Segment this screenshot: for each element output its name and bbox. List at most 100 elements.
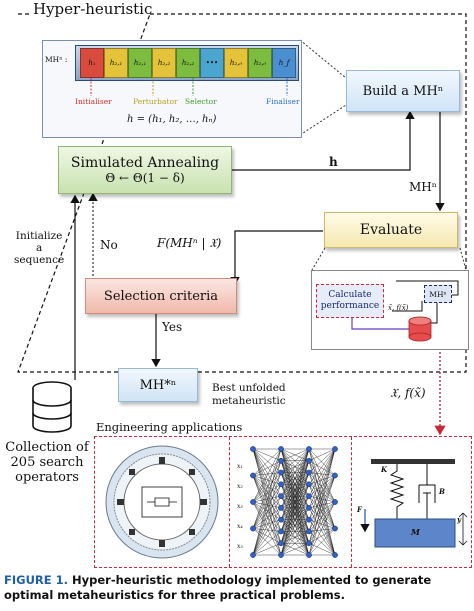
nn-link (280, 448, 310, 461)
nn-link (308, 484, 336, 503)
arrow-f (230, 230, 323, 286)
nn-link (308, 448, 336, 529)
edge-xf-label: 𝔛, f(x̃) (390, 386, 426, 400)
nn-link (280, 472, 310, 556)
nn-link (252, 448, 282, 476)
nn-link (308, 475, 336, 544)
nn-link (280, 448, 310, 497)
selection-criteria-box: Selection criteria (85, 278, 237, 314)
zoom-line-eval-left (311, 247, 326, 271)
sa-title: Simulated Annealing (70, 155, 220, 171)
nn-link (252, 495, 282, 503)
nn-link (280, 484, 310, 556)
initialize-label: Initialize a sequence (14, 230, 65, 266)
edge-f-label: F(MHⁿ | 𝔛) (157, 236, 222, 250)
spring-damper-illustration (360, 459, 468, 548)
nn-link (308, 460, 336, 529)
nn-link (252, 448, 282, 461)
caption-figure-number: FIGURE 1. (4, 573, 68, 587)
arrow-h (230, 110, 415, 171)
nn-link (280, 531, 310, 556)
zoom-line-top (299, 39, 347, 79)
nn-link (280, 448, 310, 485)
nn-link (252, 448, 282, 544)
nn-link (280, 448, 310, 473)
nn-link (252, 501, 282, 532)
nn-node (250, 525, 256, 532)
initialiser-label: Initialiser (75, 97, 112, 106)
nn-link (308, 501, 336, 509)
nn-link (308, 496, 336, 556)
selector-label: Selector (185, 97, 217, 106)
sequence-cell: h₂,₂ (152, 48, 176, 78)
nn-link (252, 475, 282, 497)
collection-label: Collection of 205 search operators (5, 440, 89, 485)
nn-link (308, 501, 336, 532)
nn-link (308, 528, 336, 544)
nn-link (308, 501, 336, 520)
nn-link (308, 472, 336, 476)
performance-arrows (351, 280, 459, 342)
sequence-cell: h₂,₂ (176, 48, 200, 78)
nn-link (280, 448, 310, 532)
best-mh-symbol: MH*ⁿ (139, 377, 177, 393)
nn-input-label: x₄ (237, 523, 243, 530)
nn-link (308, 448, 336, 461)
nn-node (332, 499, 338, 505)
nn-node (332, 446, 338, 452)
nn-link (252, 472, 282, 556)
nn-link (308, 519, 336, 529)
nn-link (252, 460, 282, 476)
sequence-cell: h₂,₀ (248, 48, 272, 78)
database-icon (32, 381, 72, 433)
sequence-cell: h_f (272, 48, 296, 78)
nn-node (306, 552, 312, 558)
nn-link (252, 507, 282, 556)
sequence-cell: h₂,₀ (224, 48, 248, 78)
nn-link (308, 484, 336, 556)
nn-link (252, 501, 282, 520)
nn-link (252, 501, 282, 544)
nn-link (252, 448, 282, 485)
database-icon-small (408, 316, 432, 342)
nn-link (308, 531, 336, 556)
nn-link (308, 460, 336, 503)
nn-link (308, 528, 336, 532)
nn-node (306, 493, 312, 499)
nn-link (252, 543, 282, 556)
build-label: Build a MHⁿ (362, 83, 444, 99)
nn-node (278, 457, 284, 464)
sa-formula: Θ ← Θ(1 − δ) (105, 171, 185, 185)
engineering-divider-2 (351, 437, 352, 567)
nn-link (308, 507, 336, 529)
nn-link (252, 484, 282, 503)
nn-link (252, 460, 282, 503)
nn-link (308, 448, 336, 476)
nn-node (306, 469, 312, 476)
role-pointers (90, 78, 288, 96)
nn-link (252, 472, 282, 503)
nn-node (306, 528, 312, 535)
nn-link (308, 475, 336, 485)
nn-node (306, 481, 312, 488)
sequence-input-label: MHⁿ : (45, 55, 68, 64)
calculate-performance-label: Calculate performance (320, 290, 380, 311)
mhn-small-label: MHⁿ (429, 289, 447, 299)
sequence-cell: ••• (200, 48, 224, 78)
nn-link (280, 543, 310, 556)
nn-input-label: x₅ (237, 543, 243, 550)
nn-node (278, 528, 284, 535)
nn-node (278, 446, 284, 452)
nn-link (308, 472, 336, 529)
nn-link (308, 495, 336, 503)
nn-link (252, 460, 282, 529)
mech-f-label: F (357, 505, 362, 514)
nn-link (252, 531, 282, 556)
zoom-line-eval-right (459, 247, 467, 271)
nn-link (308, 484, 336, 529)
nn-node (332, 525, 338, 532)
nn-node (332, 472, 338, 479)
nn-link (252, 475, 282, 532)
mhn-small-box: MHⁿ (424, 285, 452, 303)
performance-inner-label: x̃, f(x̃) (388, 304, 409, 312)
